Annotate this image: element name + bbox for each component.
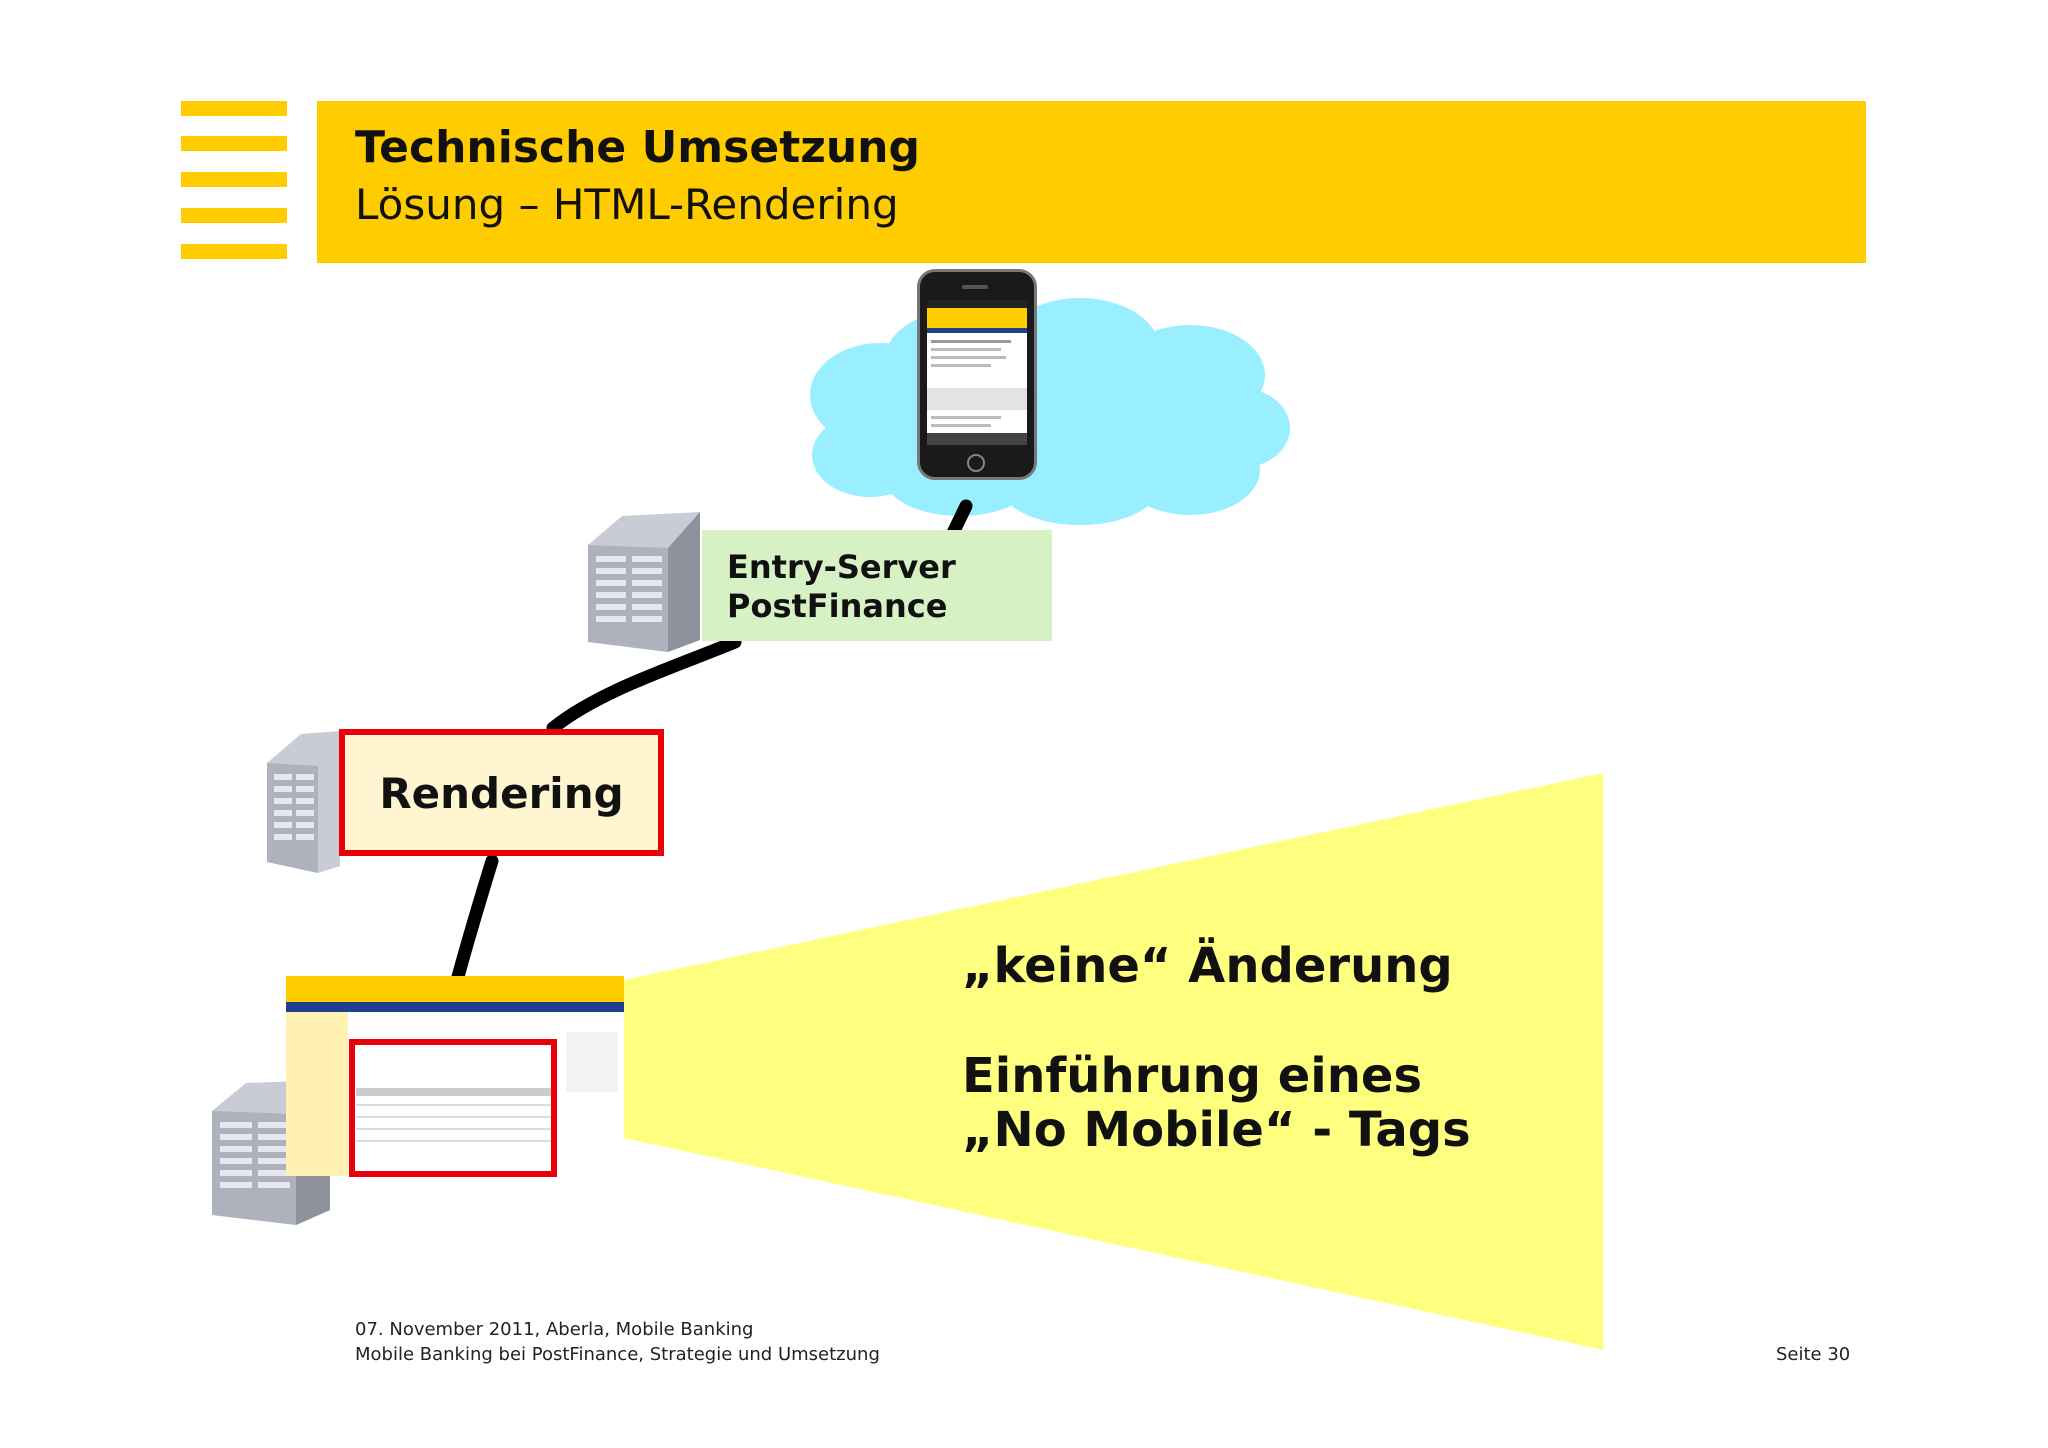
entry-server-label: Entry-Server PostFinance: [727, 548, 956, 626]
browser-screenshot: [286, 976, 624, 1176]
entry-server-box: [702, 530, 1052, 641]
entry-server-line: Entry-Server: [727, 548, 956, 586]
smartphone-icon: [917, 269, 1037, 480]
page-subtitle: Lösung – HTML-Rendering: [355, 180, 899, 229]
screenshot-sidebar: [286, 1012, 348, 1176]
rendering-box: Rendering: [339, 729, 664, 856]
logo-stripe: [181, 101, 287, 116]
logo-stripe: [181, 208, 287, 223]
screenshot-header: [286, 976, 624, 1002]
callout-line: Einführung eines: [962, 1048, 1423, 1104]
footer-date-line: 07. November 2011, Aberla, Mobile Bankin…: [355, 1319, 754, 1340]
page-number: Seite 30: [1776, 1344, 1851, 1365]
callout-line: „No Mobile“ - Tags: [962, 1102, 1471, 1158]
footer-title-line: Mobile Banking bei PostFinance, Strategi…: [355, 1344, 880, 1365]
phone-speaker: [962, 285, 988, 289]
cloud-icon: [810, 298, 1290, 525]
phone-home-button: [967, 454, 985, 472]
rendering-label: Rendering: [379, 769, 624, 818]
callout-wedge: [624, 773, 1603, 1350]
header-band: [317, 101, 1866, 263]
callout-line: „keine“ Änderung: [962, 938, 1453, 994]
server-icon: [588, 512, 700, 652]
phone-screen: [927, 300, 1027, 445]
logo-stripe: [181, 244, 287, 259]
screenshot-highlight: [349, 1039, 557, 1177]
server-icon: [267, 731, 340, 873]
logo-stripe: [181, 136, 287, 151]
page-title: Technische Umsetzung: [355, 122, 920, 173]
entry-server-line: PostFinance: [727, 587, 948, 625]
logo-stripe: [181, 172, 287, 187]
screenshot-nav: [286, 1002, 624, 1012]
